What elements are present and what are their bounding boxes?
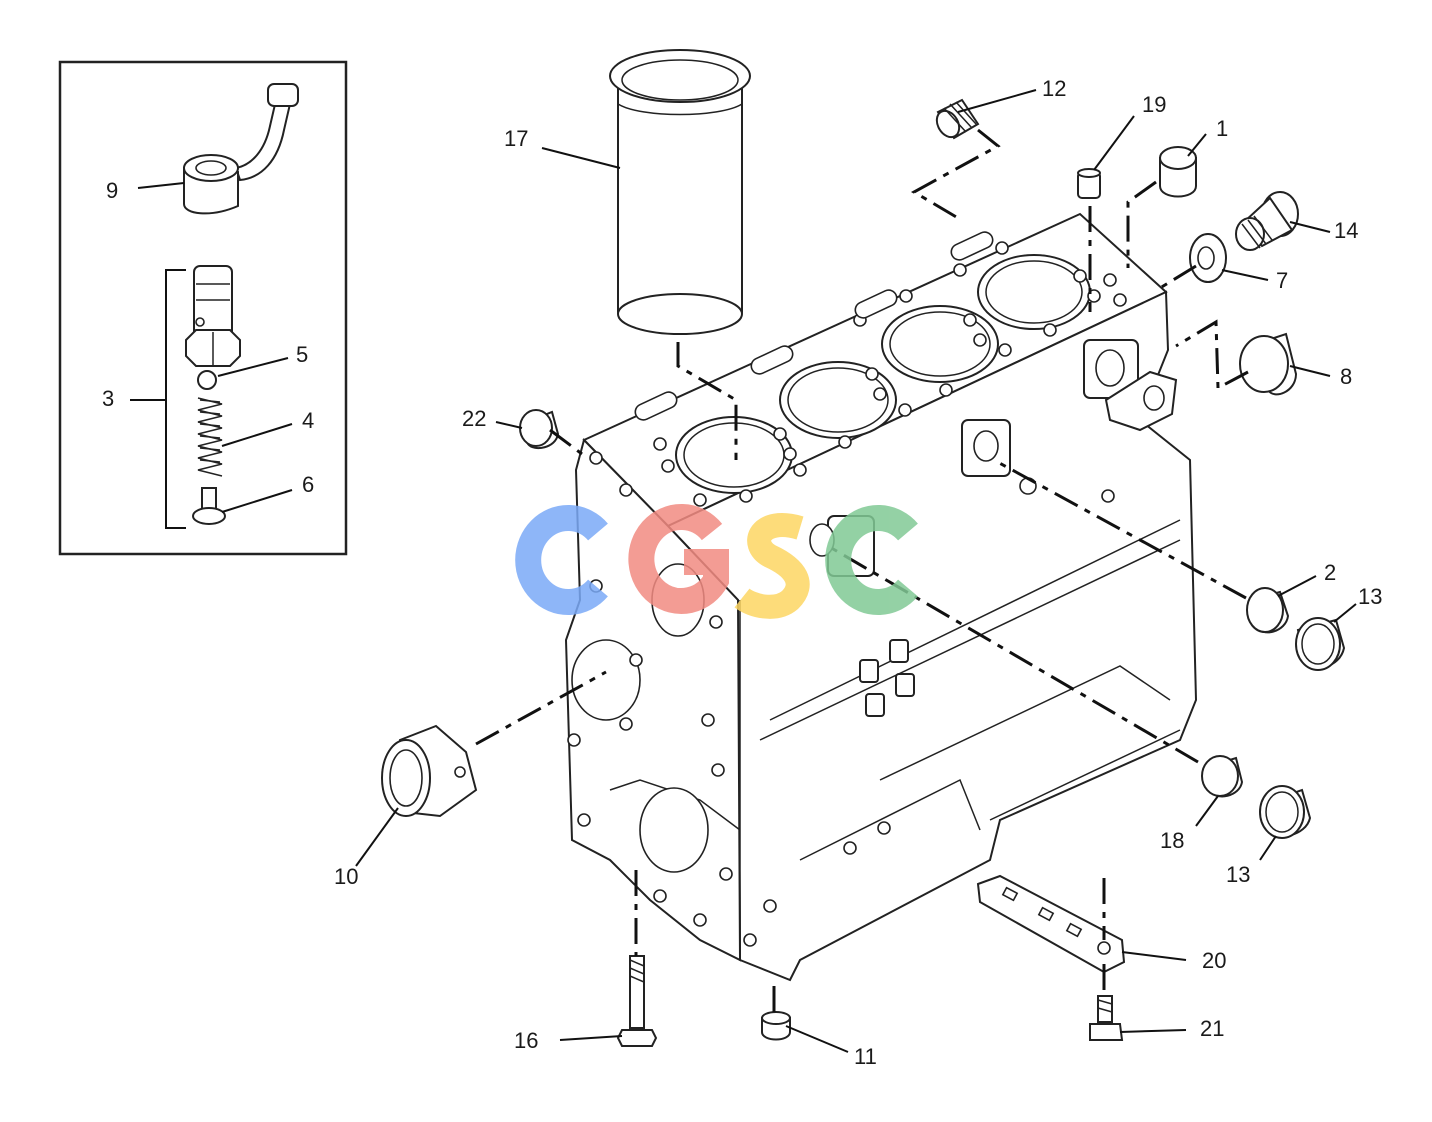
part-16-stud-bolt	[616, 955, 658, 1047]
part-11-plug	[761, 1011, 791, 1041]
deck-bolt-holes	[653, 241, 1127, 507]
part-10-camshaft-bushing	[381, 724, 478, 818]
part-13-plug-cap-upper	[1295, 617, 1346, 671]
part-19-dowel-pin	[1077, 168, 1101, 199]
callout-20: 20	[1202, 948, 1226, 973]
part-7-washer	[1189, 233, 1227, 283]
assembly-lines	[475, 128, 1249, 1014]
callout-7: 7	[1276, 268, 1288, 293]
callout-16: 16	[514, 1028, 538, 1053]
part-2-plug-cap	[1246, 587, 1290, 634]
part-8-plug-cap	[1239, 332, 1298, 396]
part-3-oil-jet-valve	[185, 265, 241, 367]
callout-17: 17	[504, 126, 528, 151]
callout-10: 10	[334, 864, 358, 889]
part-14-plug	[1235, 191, 1299, 251]
callout-1: 1	[1216, 116, 1228, 141]
callout-19: 19	[1142, 92, 1166, 117]
callout-4: 4	[302, 408, 314, 433]
part-21-bolt	[1089, 995, 1124, 1041]
part-13-plug-cap-lower	[1259, 785, 1312, 839]
callout-12: 12	[1042, 76, 1066, 101]
callout-18: 18	[1160, 828, 1184, 853]
callout-13-lower: 13	[1226, 862, 1250, 887]
callout-3: 3	[102, 386, 114, 411]
callout-14: 14	[1334, 218, 1358, 243]
part-20-bracket	[976, 874, 1126, 974]
part-12-plug	[935, 98, 980, 140]
callout-8: 8	[1340, 364, 1352, 389]
part-18-plug-cap	[1201, 755, 1244, 798]
inset-oil-jet-box	[58, 60, 348, 556]
part-9-oil-pipe	[183, 83, 299, 215]
part-5-ball	[197, 370, 217, 390]
part-22-plug	[519, 409, 560, 450]
part-1-plug-cap	[1159, 146, 1197, 198]
callout-2: 2	[1324, 560, 1336, 585]
leader-lines	[355, 89, 1357, 1053]
part-17-cylinder-liner	[609, 49, 751, 335]
callout-11: 11	[854, 1044, 877, 1069]
callout-13-upper: 13	[1358, 584, 1382, 609]
part-4-spring	[197, 397, 223, 477]
callout-22: 22	[462, 406, 486, 431]
cgsc-watermark-logo	[515, 504, 918, 619]
callout-6: 6	[302, 472, 314, 497]
callout-9: 9	[106, 178, 118, 203]
callout-5: 5	[296, 342, 308, 367]
callout-labels: 9 3 5 4 6 17 12 19 1 14 7 8 22 2 13 18 1…	[102, 76, 1382, 1069]
callout-21: 21	[1200, 1016, 1224, 1041]
part-6-stopper	[192, 487, 226, 525]
